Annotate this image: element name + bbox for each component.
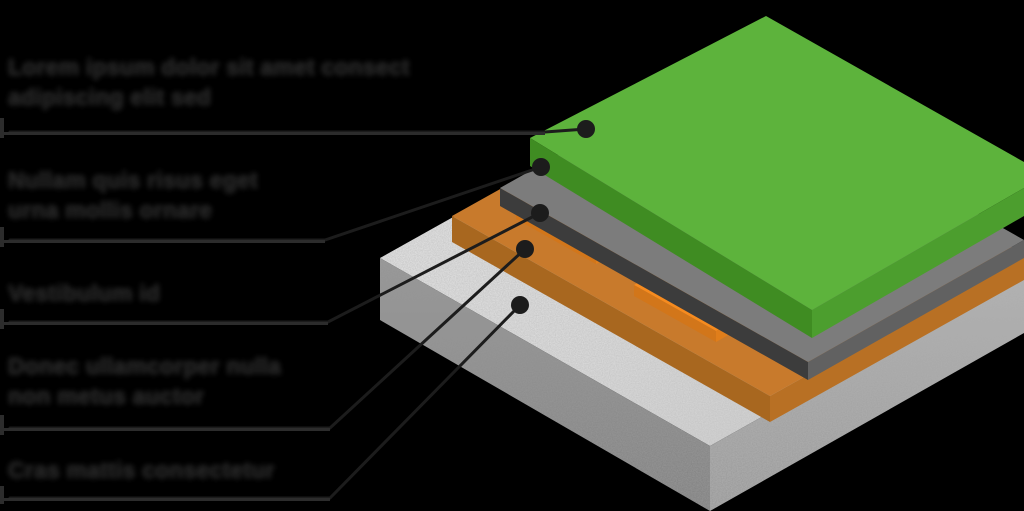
shockpad-layer-label-line-2: urna mollis ornare bbox=[8, 197, 213, 223]
drainage-layer-label-line-2: non metus auctor bbox=[8, 383, 205, 409]
turf-layer-label-line-1: Lorem ipsum dolor sit amet consect bbox=[8, 54, 410, 80]
concrete-right-face bbox=[710, 270, 1024, 511]
shockpad-layer-label-line-1: Nullam quis risus eget bbox=[8, 167, 258, 193]
base-layer-label-line-1: Vestibulum id bbox=[8, 280, 161, 306]
green-turf-layer bbox=[530, 16, 1024, 338]
base-right-face bbox=[770, 254, 1024, 422]
leader-drainage-dot bbox=[516, 240, 534, 258]
base-front-face bbox=[452, 216, 770, 422]
turf-layer-label[interactable]: Lorem ipsum dolor sit amet consect adipi… bbox=[8, 52, 410, 112]
leader-concrete-dot bbox=[511, 296, 529, 314]
concrete-front-face bbox=[380, 258, 710, 511]
base-layer-label[interactable]: Vestibulum id bbox=[8, 278, 160, 308]
turf-front-face bbox=[530, 138, 812, 338]
pad-right-face bbox=[808, 240, 1024, 380]
leader-shockpad-dot bbox=[532, 158, 550, 176]
concrete-layer-label-line-1: Cras mattis consectetur bbox=[8, 457, 275, 483]
shockpad-layer-label[interactable]: Nullam quis risus eget urna mollis ornar… bbox=[8, 165, 258, 225]
leader-base-dot bbox=[531, 204, 549, 222]
turf-top-face bbox=[530, 16, 1024, 310]
leader-turf-line bbox=[8, 127, 588, 134]
concrete-layer-label[interactable]: Cras mattis consectetur bbox=[8, 455, 275, 485]
turf-layer-label-line-2: adipiscing elit sed bbox=[8, 84, 212, 110]
strip-b-front bbox=[634, 285, 716, 342]
pad-front-face bbox=[500, 188, 808, 380]
turf-right-face bbox=[812, 188, 1024, 338]
leader-dots bbox=[511, 120, 595, 314]
leader-turf-dot bbox=[577, 120, 595, 138]
drainage-layer-label[interactable]: Donec ullamcorper nulla non metus auctor bbox=[8, 351, 281, 411]
drainage-layer-label-line-1: Donec ullamcorper nulla bbox=[8, 353, 281, 379]
